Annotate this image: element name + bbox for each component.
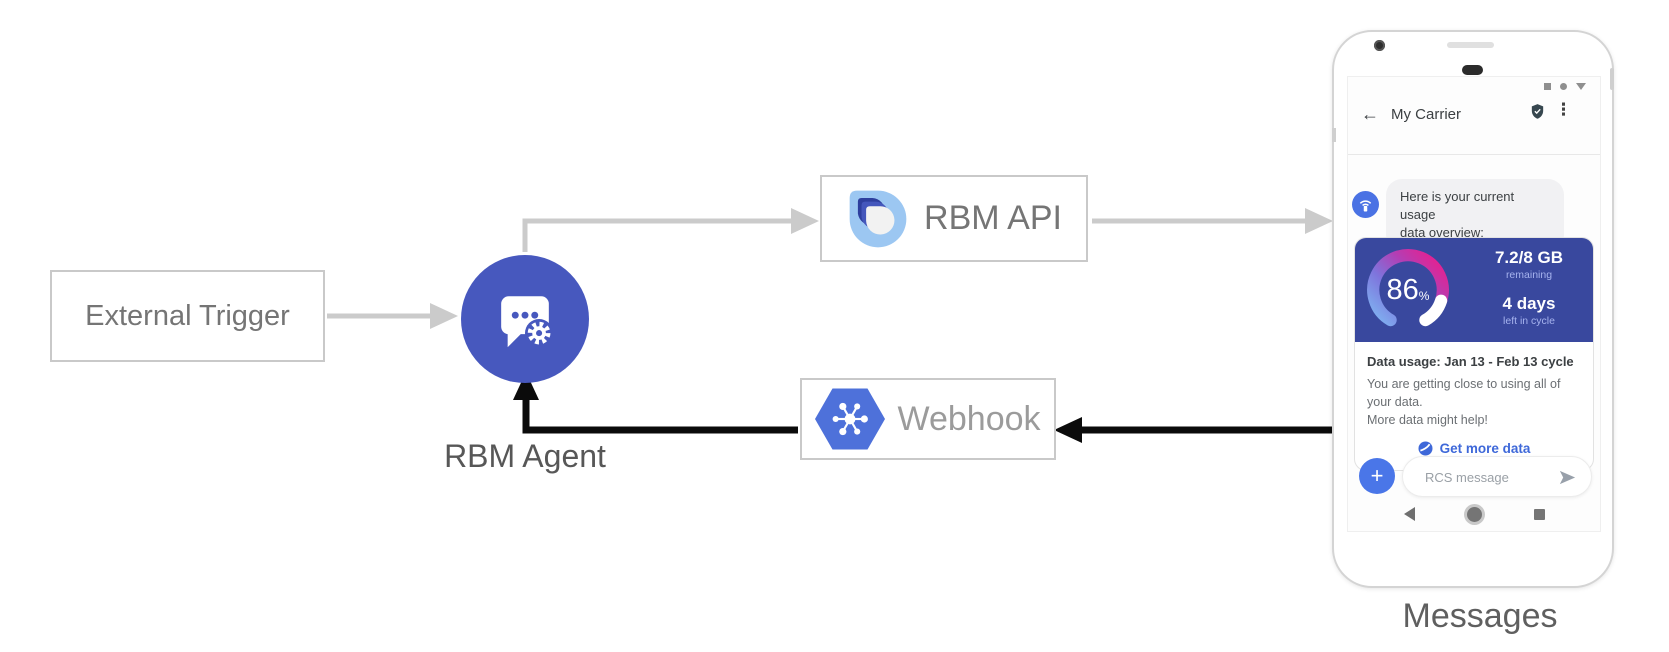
usage-card-text: You are getting close to using all of yo… [1367, 375, 1581, 429]
speaker-grille [1447, 42, 1494, 48]
conversation-title: My Carrier [1391, 106, 1461, 123]
external-trigger-label: External Trigger [85, 299, 290, 332]
rbm-api-label: RBM API [924, 199, 1062, 237]
power-button [1610, 68, 1614, 90]
arrow-phone-to-webhook [1054, 417, 1333, 443]
arrow-api-to-phone [1092, 208, 1333, 234]
bubble-line-1: Here is your current usage [1400, 189, 1515, 222]
status-dot-icon [1560, 83, 1567, 90]
rbm-api-node: RBM API [820, 175, 1088, 262]
rcs-message-input[interactable] [1423, 457, 1557, 498]
phone-screen: ← My Carrier ⋮ Here is your current usag… [1347, 76, 1601, 532]
phone-mockup: ← My Carrier ⋮ Here is your current usag… [1332, 30, 1614, 588]
verified-badge-icon [1531, 104, 1544, 119]
chat-gear-icon [501, 296, 554, 348]
send-icon[interactable] [1557, 467, 1578, 488]
usage-rich-card: 86 % 7.2/8 GB remaining 4 days left in c… [1354, 237, 1594, 471]
status-signal-icon [1544, 83, 1551, 90]
status-triangle-icon [1576, 83, 1586, 90]
rbm-agent-node [461, 255, 589, 383]
back-arrow-icon[interactable]: ← [1361, 104, 1379, 124]
usage-card-header: 86 % 7.2/8 GB remaining 4 days left in c… [1355, 238, 1593, 342]
usage-days-label: left in cycle [1503, 315, 1555, 327]
arrow-webhook-to-agent [513, 372, 798, 434]
phone-caption: Messages [1402, 597, 1558, 635]
arrow-trigger-to-agent [327, 303, 458, 329]
front-camera-icon [1374, 40, 1385, 51]
overflow-menu-icon[interactable]: ⋮ [1555, 100, 1572, 119]
nav-recents-icon[interactable] [1533, 508, 1545, 520]
header-divider [1348, 154, 1600, 155]
conversation-header: ← My Carrier ⋮ [1348, 97, 1600, 155]
usage-gauge [1367, 249, 1449, 327]
usage-remaining-value: 7.2/8 GB [1494, 248, 1564, 267]
usage-body-line-1: You are getting close to using all of yo… [1367, 377, 1561, 409]
gauge-percent-value: 86 [1386, 273, 1419, 306]
side-button-left [1332, 128, 1336, 142]
gauge-percent: 86 % [1361, 243, 1455, 337]
message-composer [1402, 456, 1592, 498]
attach-plus-button[interactable]: + [1359, 458, 1395, 494]
agent-avatar [1352, 191, 1379, 218]
rbm-api-logo [849, 190, 907, 247]
android-navbar [1348, 499, 1600, 529]
usage-remaining-label: remaining [1505, 269, 1553, 281]
usage-card-title: Data usage: Jan 13 - Feb 13 cycle [1367, 354, 1574, 369]
usage-summary: 7.2/8 GB remaining 4 days left in cycle [1473, 248, 1585, 327]
globe-icon [1418, 441, 1433, 456]
usage-days-value: 4 days [1502, 294, 1556, 313]
rbm-agent-label: RBM Agent [444, 438, 606, 474]
external-trigger-node: External Trigger [50, 270, 325, 362]
gauge-percent-unit: % [1418, 289, 1430, 303]
router-wifi-icon [1359, 200, 1372, 212]
usage-card-body: Data usage: Jan 13 - Feb 13 cycle You ar… [1355, 342, 1593, 470]
status-bar [1544, 83, 1586, 90]
usage-body-line-2: More data might help! [1367, 413, 1488, 427]
webhook-label: Webhook [897, 399, 1041, 438]
webhook-node: Webhook [800, 378, 1056, 460]
earpiece-slot [1462, 65, 1483, 75]
get-more-data-button[interactable]: Get more data [1367, 441, 1581, 456]
bubble-line-2: data overview: [1400, 225, 1484, 240]
nav-home-icon[interactable] [1466, 506, 1482, 522]
get-more-data-label: Get more data [1439, 441, 1531, 456]
arrow-agent-to-api [522, 208, 819, 252]
pubsub-hexagon-icon [815, 388, 886, 450]
nav-back-icon[interactable] [1403, 507, 1415, 521]
